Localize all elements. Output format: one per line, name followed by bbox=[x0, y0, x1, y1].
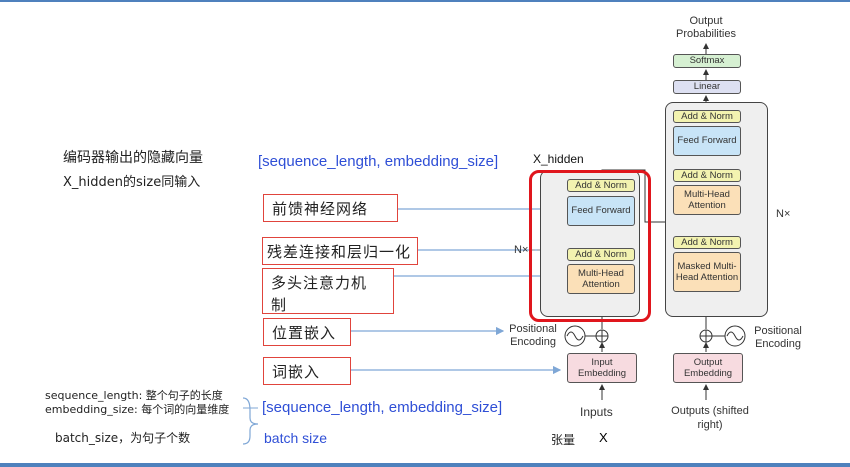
decoder-masked-mha: Masked Multi-Head Attention bbox=[673, 252, 741, 292]
outputs-label: Outputs (shifted right) bbox=[671, 405, 749, 431]
note-batch-size: batch_size，为句子个数 bbox=[55, 431, 191, 445]
decoder-add-norm-2: Add & Norm bbox=[673, 169, 741, 182]
label-word-embed: 词嵌入 bbox=[263, 357, 351, 385]
label-multi-head-line2: 制 bbox=[271, 296, 288, 314]
encoder-highlight-box bbox=[529, 170, 651, 322]
encoder-positional-label: Positional Encoding bbox=[509, 323, 557, 348]
output-probabilities-label: Output Probabilities bbox=[676, 15, 736, 41]
x-hidden-label: X_hidden bbox=[533, 152, 584, 166]
bottom-border bbox=[0, 463, 850, 467]
decoder-add-norm-3: Add & Norm bbox=[673, 236, 741, 249]
hidden-vector-title: 编码器输出的隐藏向量 bbox=[63, 150, 203, 166]
output-embedding-box: Output Embedding bbox=[673, 353, 743, 383]
bracket-shape bbox=[242, 397, 259, 445]
softmax-box: Softmax bbox=[673, 54, 741, 68]
shape-label-top: [sequence_length, embedding_size] bbox=[258, 153, 499, 170]
input-embedding-box: Input Embedding bbox=[567, 353, 637, 383]
inputs-label: Inputs bbox=[580, 405, 613, 419]
label-residual-norm: 残差连接和层归一化 bbox=[262, 237, 418, 265]
label-feed-forward: 前馈神经网络 bbox=[263, 194, 398, 222]
encoder-add-norm-top: Add & Norm bbox=[567, 179, 635, 192]
hidden-size-note: X_hidden的size同输入 bbox=[63, 175, 201, 190]
encoder-feed-forward: Feed Forward bbox=[567, 196, 635, 226]
top-border bbox=[0, 0, 850, 2]
decoder-nx-label: N× bbox=[776, 208, 791, 220]
decoder-multi-head-attention: Multi-Head Attention bbox=[673, 185, 741, 215]
decoder-feed-forward: Feed Forward bbox=[673, 126, 741, 156]
encoder-add-norm-bottom: Add & Norm bbox=[567, 248, 635, 261]
tensor-label: 张量 bbox=[551, 433, 576, 447]
encoder-multi-head-attention: Multi-Head Attention bbox=[567, 264, 635, 294]
note-embedding-size: embedding_size: 每个词的向量维度 bbox=[45, 403, 230, 416]
linear-box: Linear bbox=[673, 80, 741, 94]
shape-label-bottom: [sequence_length, embedding_size] bbox=[262, 399, 503, 416]
label-multi-head-line1: 多头注意力机 bbox=[271, 274, 368, 292]
tensor-x-label: X bbox=[599, 430, 608, 445]
encoder-nx-label: N× bbox=[514, 244, 529, 256]
decoder-positional-label: Positional Encoding bbox=[754, 325, 802, 350]
label-multi-head: 多头注意力机 制 bbox=[262, 268, 394, 314]
note-sequence-length: sequence_length: 整个句子的长度 bbox=[45, 389, 223, 402]
decoder-add-norm-1: Add & Norm bbox=[673, 110, 741, 123]
batch-size-label: batch size bbox=[264, 430, 328, 446]
label-positional: 位置嵌入 bbox=[263, 318, 351, 346]
